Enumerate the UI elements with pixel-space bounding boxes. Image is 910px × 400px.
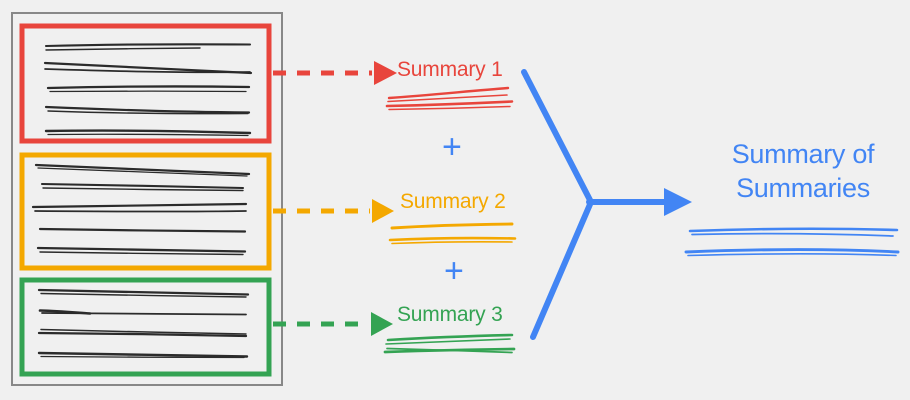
summary-3-scribbles [383, 333, 516, 354]
merge-connector [521, 69, 671, 340]
summary-1-label: Summary 1 [397, 58, 503, 81]
chunk-3-text-lines [37, 288, 250, 359]
arrow-chunk2-to-summary2 [273, 199, 394, 223]
final-output-label: Summary of Summaries [703, 137, 903, 205]
chunk-1-box[interactable] [19, 23, 272, 144]
chunk-1-group[interactable] [19, 23, 272, 144]
final-output-scribbles [684, 227, 900, 257]
chunk-2-group[interactable] [19, 152, 272, 271]
summary-1-scribbles [385, 86, 514, 111]
final-output-line-2: Summaries [736, 173, 870, 203]
chunk-3-box[interactable] [19, 277, 272, 377]
source-document-container [11, 12, 283, 386]
plus-operator-2: + [444, 252, 464, 290]
merge-arrowhead [664, 188, 692, 216]
chunk-2-text-lines [31, 163, 251, 256]
final-output-line-1: Summary of [731, 139, 875, 169]
arrow-chunk1-to-summary1 [273, 61, 397, 85]
chunk-1-text-lines [43, 43, 253, 137]
summary-3-label: Summary 3 [397, 303, 503, 326]
summary-2-label: Summary 2 [400, 190, 506, 213]
arrow-chunk3-to-summary3 [273, 312, 393, 336]
chunk-2-box[interactable] [19, 152, 272, 271]
chunk-3-group[interactable] [19, 277, 272, 377]
plus-operator-1: + [442, 128, 462, 166]
summary-2-scribbles [388, 222, 517, 245]
